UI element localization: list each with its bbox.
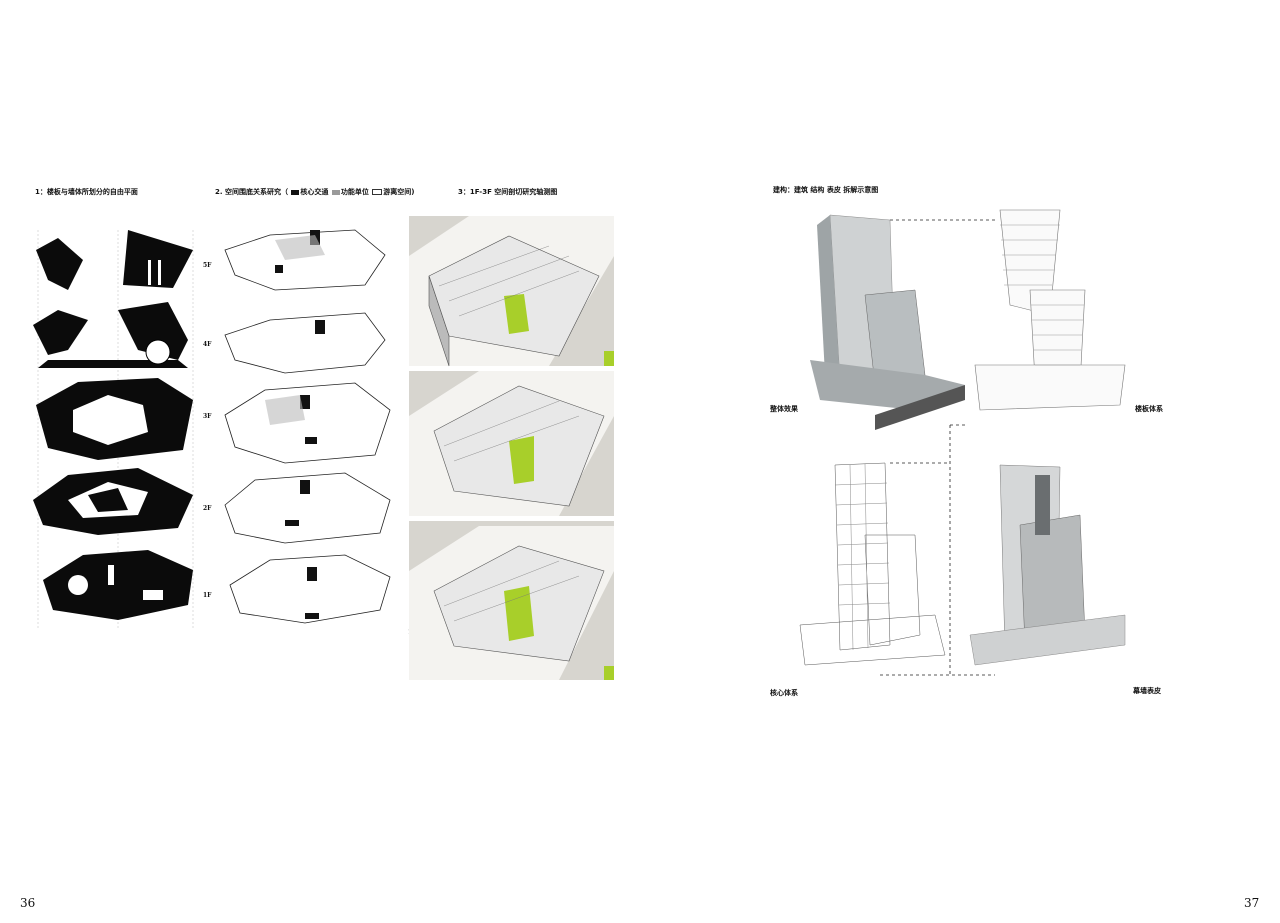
floor-slab-system-render bbox=[974, 209, 1126, 411]
plan-4f-black bbox=[33, 302, 188, 368]
section3-title: 3：1F-3F 空间剖切研究轴测图 bbox=[458, 188, 558, 196]
overall-building-render bbox=[810, 214, 965, 430]
building-exploded-diagram bbox=[799, 209, 1126, 676]
section1-title: 1：楼板与墙体所划分的自由平面 bbox=[35, 188, 138, 196]
plan-2f-outline bbox=[224, 472, 391, 544]
spatial-relation-plans-column bbox=[224, 229, 391, 624]
legend-swatch-function bbox=[331, 189, 340, 195]
plan-floor-label-4f: 4F bbox=[203, 341, 212, 348]
label-curtain-wall: 幕墙表皮 bbox=[1133, 687, 1161, 695]
section2-title-group: 2. 空间围底关系研究（ 核心交通 功能单位 游离空间) bbox=[215, 187, 414, 197]
plan-1f-black bbox=[43, 550, 193, 620]
plan-2f-black bbox=[33, 468, 193, 535]
plan-4f-outline bbox=[224, 312, 386, 374]
legend-swatch-core bbox=[291, 189, 300, 195]
core-structure-render bbox=[799, 462, 946, 666]
plan-floor-label-3f: 3F bbox=[203, 413, 212, 420]
axo-panel-2f bbox=[409, 371, 614, 516]
axo-panel-3f bbox=[409, 216, 614, 367]
slab-wall-plans-column bbox=[33, 230, 194, 630]
label-overall-effect: 整体效果 bbox=[770, 405, 798, 413]
page-number-right: 37 bbox=[1244, 896, 1260, 910]
legend-label-free: 游离空间) bbox=[383, 188, 415, 196]
legend-label-function: 功能单位 bbox=[340, 188, 369, 196]
plan-floor-label-5f: 5F bbox=[203, 262, 212, 269]
label-core-system: 核心体系 bbox=[770, 689, 798, 697]
plan-5f-black bbox=[36, 230, 193, 290]
right-page-title: 建构：建筑 结构 表皮 拆解示意图 bbox=[773, 186, 879, 194]
axo-panel-1f bbox=[409, 521, 614, 680]
plan-1f-outline bbox=[229, 554, 391, 624]
curtain-wall-skin-render bbox=[969, 464, 1126, 666]
label-floor-slab-system: 楼板体系 bbox=[1135, 405, 1163, 413]
plan-floor-label-1f: 1F bbox=[203, 592, 212, 599]
page-number-left: 36 bbox=[20, 896, 36, 910]
plan-5f-outline bbox=[224, 229, 386, 291]
plan-3f-black bbox=[36, 378, 193, 460]
section2-title: 2. 空间围底关系研究（ bbox=[215, 188, 288, 196]
plan-floor-label-2f: 2F bbox=[203, 505, 212, 512]
legend-swatch-free bbox=[372, 189, 383, 195]
legend-label-core: 核心交通 bbox=[300, 188, 329, 196]
axonometric-sections-column bbox=[409, 216, 614, 680]
